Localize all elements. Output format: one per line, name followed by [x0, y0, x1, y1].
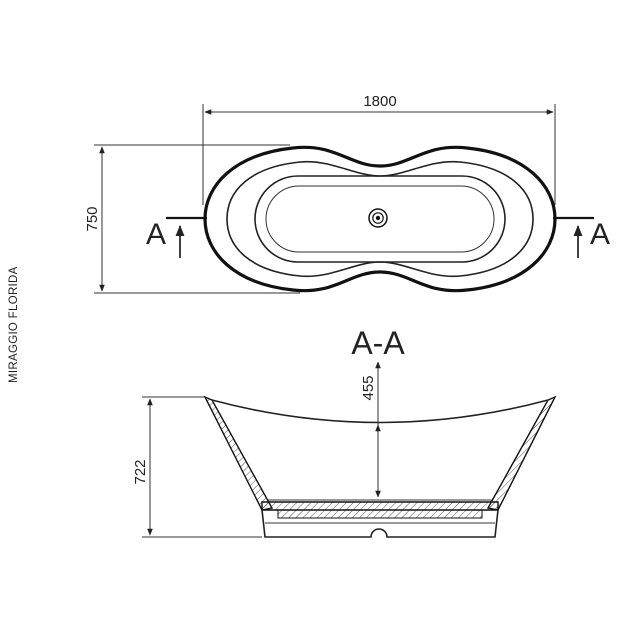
- top-view: 1800 750 A A: [84, 93, 610, 294]
- tub-basin-floor: [265, 185, 495, 253]
- section-marker-left: A: [146, 218, 166, 251]
- length-dimension: 1800: [363, 93, 396, 110]
- tub-inner-rim: [226, 160, 534, 278]
- section-title: A-A: [351, 325, 405, 361]
- section-view: A-A 722 455: [132, 325, 557, 538]
- width-dimension: 750: [84, 206, 101, 231]
- tub-basin: [254, 175, 506, 263]
- drain-icon: [368, 208, 388, 228]
- tub-outer-rim: [203, 145, 557, 293]
- right-wall-section: [486, 395, 557, 511]
- tub-base: [261, 509, 499, 538]
- base-panel-section: [277, 509, 483, 519]
- product-label: MIRAGGIO FLORIDA: [8, 266, 20, 383]
- tub-inner-profile: [211, 399, 549, 424]
- height-dimension: 722: [132, 459, 149, 484]
- section-marker-right: A: [590, 218, 610, 251]
- left-wall-section: [203, 395, 274, 511]
- floor-section: [261, 501, 499, 511]
- depth-dimension: 455: [360, 375, 377, 400]
